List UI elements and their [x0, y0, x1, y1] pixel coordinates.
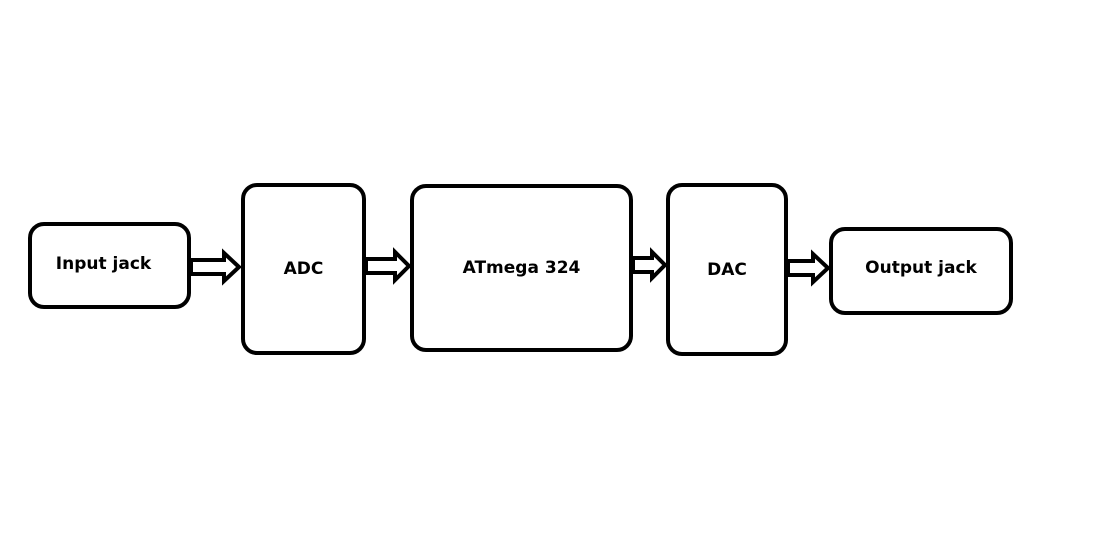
input-jack-block: Input jack [28, 222, 191, 309]
input-jack-label: Input jack [55, 253, 152, 274]
atmega-block: ATmega 324 [410, 184, 633, 352]
adc-block: ADC [241, 183, 366, 355]
arrow-atmega-to-dac [631, 247, 668, 283]
adc-label: ADC [283, 259, 324, 279]
dac-label: DAC [707, 259, 747, 280]
output-jack-block: Output jack [829, 227, 1013, 315]
atmega-label: ATmega 324 [462, 258, 581, 278]
arrow-adc-to-atmega [364, 247, 412, 285]
arrow-input-to-adc [189, 248, 242, 286]
dac-block: DAC [666, 183, 788, 356]
arrow-dac-to-output [786, 249, 831, 287]
output-jack-label: Output jack [865, 258, 977, 278]
